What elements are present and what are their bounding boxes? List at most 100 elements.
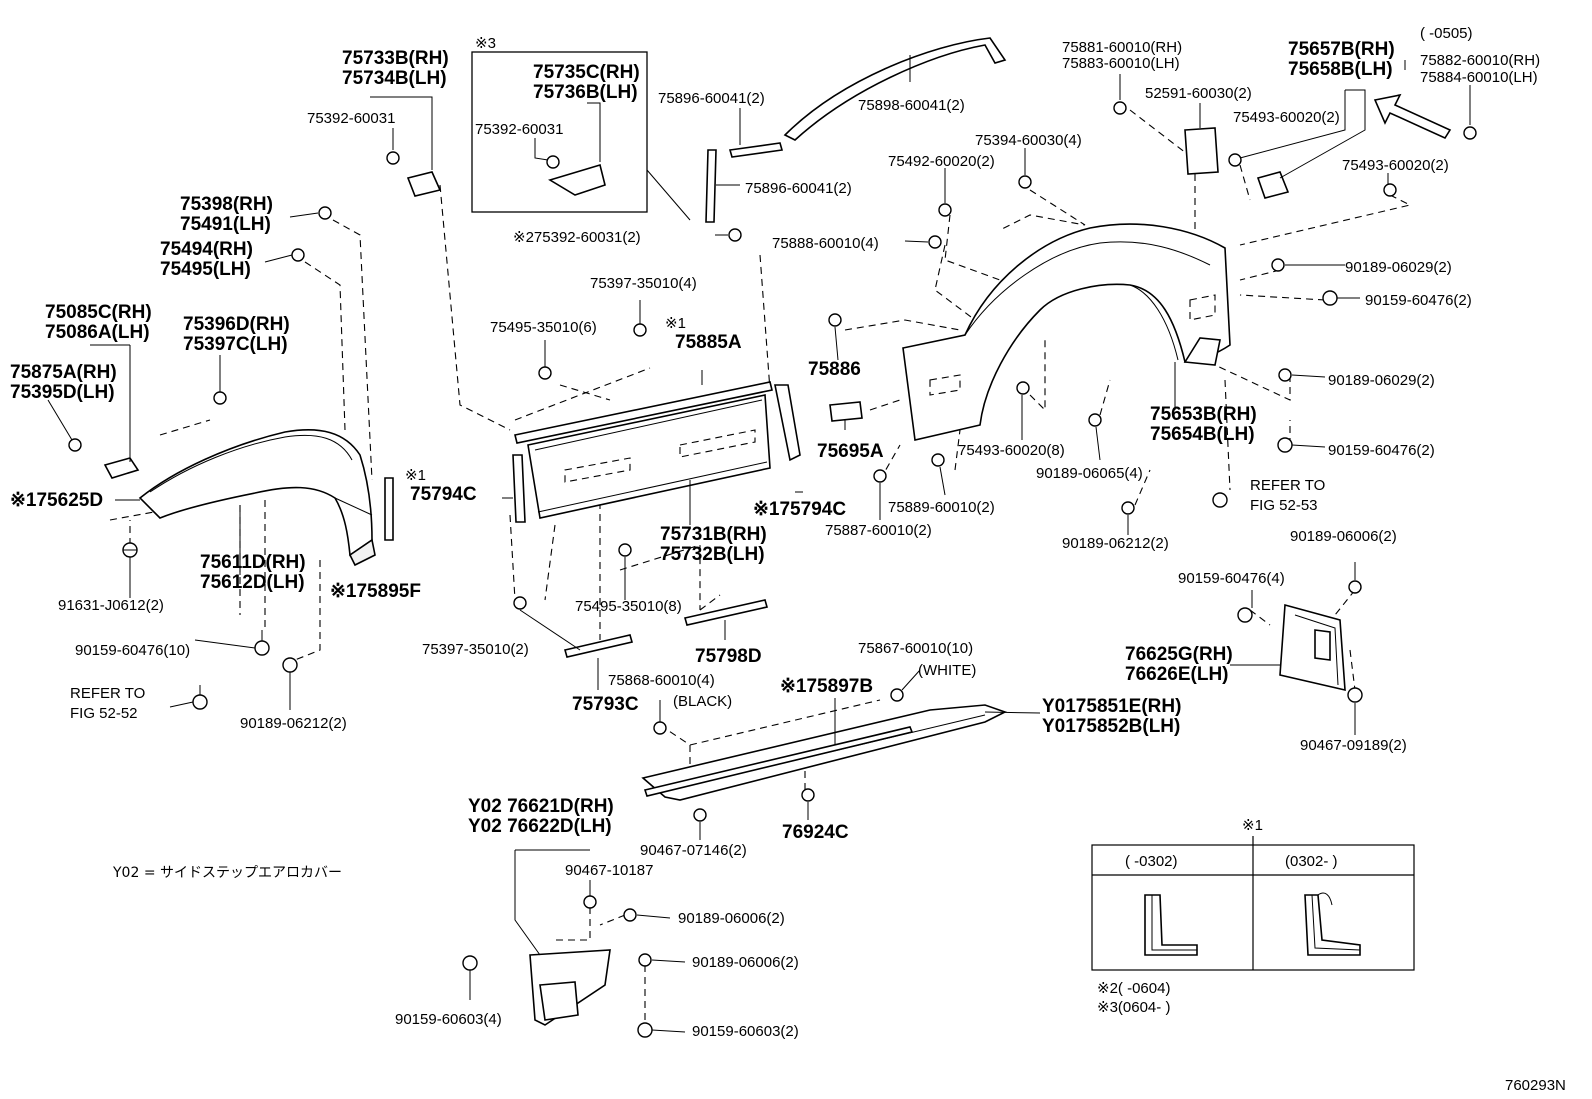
part-label: ※175897B [780, 676, 873, 697]
part-label: 90159-60603(2) [692, 1023, 799, 1040]
part-label: (WHITE) [918, 662, 976, 679]
part-label: 75867-60010(10) [858, 640, 973, 657]
part-label: 75491(LH) [180, 214, 271, 235]
clip-icon [633, 323, 647, 337]
clip-icon [1278, 368, 1292, 382]
clip-icon [513, 596, 527, 610]
roof-molding [783, 37, 1007, 141]
clip-icon [1121, 501, 1135, 515]
clip-icon [1088, 413, 1102, 427]
screw-icon [122, 542, 138, 558]
part-labels: 75733B(RH) 75734B(LH) 75392-60031 ※3 757… [10, 25, 1566, 1094]
clip-icon [1018, 175, 1032, 189]
clip-icon [931, 453, 945, 467]
part-label: 75794C [410, 484, 477, 505]
part-label: 75889-60010(2) [888, 499, 995, 516]
part-label: 75493-60020(8) [958, 442, 1065, 459]
part-label: 90159-60603(4) [395, 1011, 502, 1028]
part-label: 90189-06029(2) [1345, 259, 1452, 276]
part-label: 90189-06029(2) [1328, 372, 1435, 389]
part-label: 75392-60031 [307, 110, 395, 127]
legend-table [1091, 836, 1415, 971]
part-label: 75397C(LH) [183, 334, 288, 355]
part-label: 75495(LH) [160, 259, 251, 280]
clip-icon [653, 721, 667, 735]
screw-icon [1322, 290, 1338, 306]
screw-icon [1277, 437, 1293, 453]
clip-icon [728, 228, 742, 242]
part-label: 90467-10187 [565, 862, 653, 879]
part-label: ※175794C [753, 499, 846, 520]
part-label: 75494(RH) [160, 239, 253, 260]
clip-icon [1383, 183, 1397, 197]
part-drawings [103, 37, 1452, 1026]
clip-icon [1271, 258, 1285, 272]
part-label: 75882-60010(RH) [1420, 52, 1540, 69]
mudguard-panel-rear [1183, 337, 1221, 366]
note-marker: ※1 [405, 467, 426, 484]
screw-icon [254, 630, 270, 656]
part-label: 75493-60020(2) [1342, 157, 1449, 174]
part-label: 52591-60030(2) [1145, 85, 1252, 102]
part-label: 75654B(LH) [1150, 424, 1255, 445]
part-label: 90189-06065(4) [1036, 465, 1143, 482]
part-label: 75611D(RH) [200, 552, 306, 573]
part-label: 75395D(LH) [10, 382, 115, 403]
clip-icon [1113, 101, 1127, 115]
part-label: 75733B(RH) [342, 48, 449, 69]
part-label: 75657B(RH) [1288, 39, 1395, 60]
legend-seal-old [1144, 894, 1198, 956]
part-label: 75888-60010(4) [772, 235, 879, 252]
clip-icon [1463, 126, 1477, 140]
part-label: 75493-60020(2) [1233, 109, 1340, 126]
part-label: 75731B(RH) [660, 524, 767, 545]
legend-note-2: ※2( -0604) [1097, 980, 1170, 997]
bracket-75657b [1256, 171, 1290, 199]
note-marker: ※3 [475, 35, 496, 52]
clip-icon [623, 908, 637, 922]
clip-icon [68, 438, 82, 452]
part-label: 75495-35010(8) [575, 598, 682, 615]
part-label: 75397-35010(2) [422, 641, 529, 658]
bracket-75733b [406, 171, 442, 197]
part-label: 75612D(LH) [200, 572, 305, 593]
part-label: 75394-60030(4) [975, 132, 1082, 149]
clip-icon [828, 313, 842, 327]
clip-icon [1348, 580, 1362, 594]
part-label: 90189-06212(2) [240, 715, 347, 732]
part-label: 75883-60010(LH) [1062, 55, 1180, 72]
clip-icon [618, 543, 632, 557]
part-label: 76626E(LH) [1125, 664, 1229, 685]
japanese-note: Y02 = サイドステップエアロカバー [112, 865, 342, 881]
part-label: 75397-35010(4) [590, 275, 697, 292]
inset-box-3 [471, 51, 648, 213]
small-molding-vertical [705, 149, 717, 223]
fender-molding-strip [384, 477, 394, 541]
part-label: 90189-06006(2) [678, 910, 785, 927]
part-label: 75658B(LH) [1288, 59, 1393, 80]
refer-label: FIG 52-53 [1250, 497, 1318, 514]
clip-icon [693, 808, 707, 822]
part-label: ※275392-60031(2) [513, 229, 641, 246]
part-label: 75896-60041(2) [745, 180, 852, 197]
clip-icon [1228, 153, 1242, 167]
part-label: 90159-60476(10) [75, 642, 190, 659]
clip-icon [801, 788, 815, 802]
part-label: 75875A(RH) [10, 362, 117, 383]
upper-door-molding [514, 381, 773, 444]
clip-icon [938, 203, 952, 217]
part-label: 76924C [782, 822, 849, 843]
clip-icon [386, 151, 400, 165]
front-fender-flare [138, 429, 373, 557]
part-label: 75736B(LH) [533, 82, 638, 103]
legend-col-1: ( -0302) [1125, 853, 1178, 870]
clip-icon [538, 366, 552, 380]
part-label: 75086A(LH) [45, 322, 150, 343]
note-marker: ※1 [665, 315, 686, 332]
part-label: 75896-60041(2) [658, 90, 765, 107]
part-label: 75735C(RH) [533, 62, 640, 83]
fasteners [68, 101, 1477, 1038]
clip-icon [873, 469, 887, 483]
lower-trim-75793c [563, 634, 634, 658]
part-label: 75398(RH) [180, 194, 273, 215]
